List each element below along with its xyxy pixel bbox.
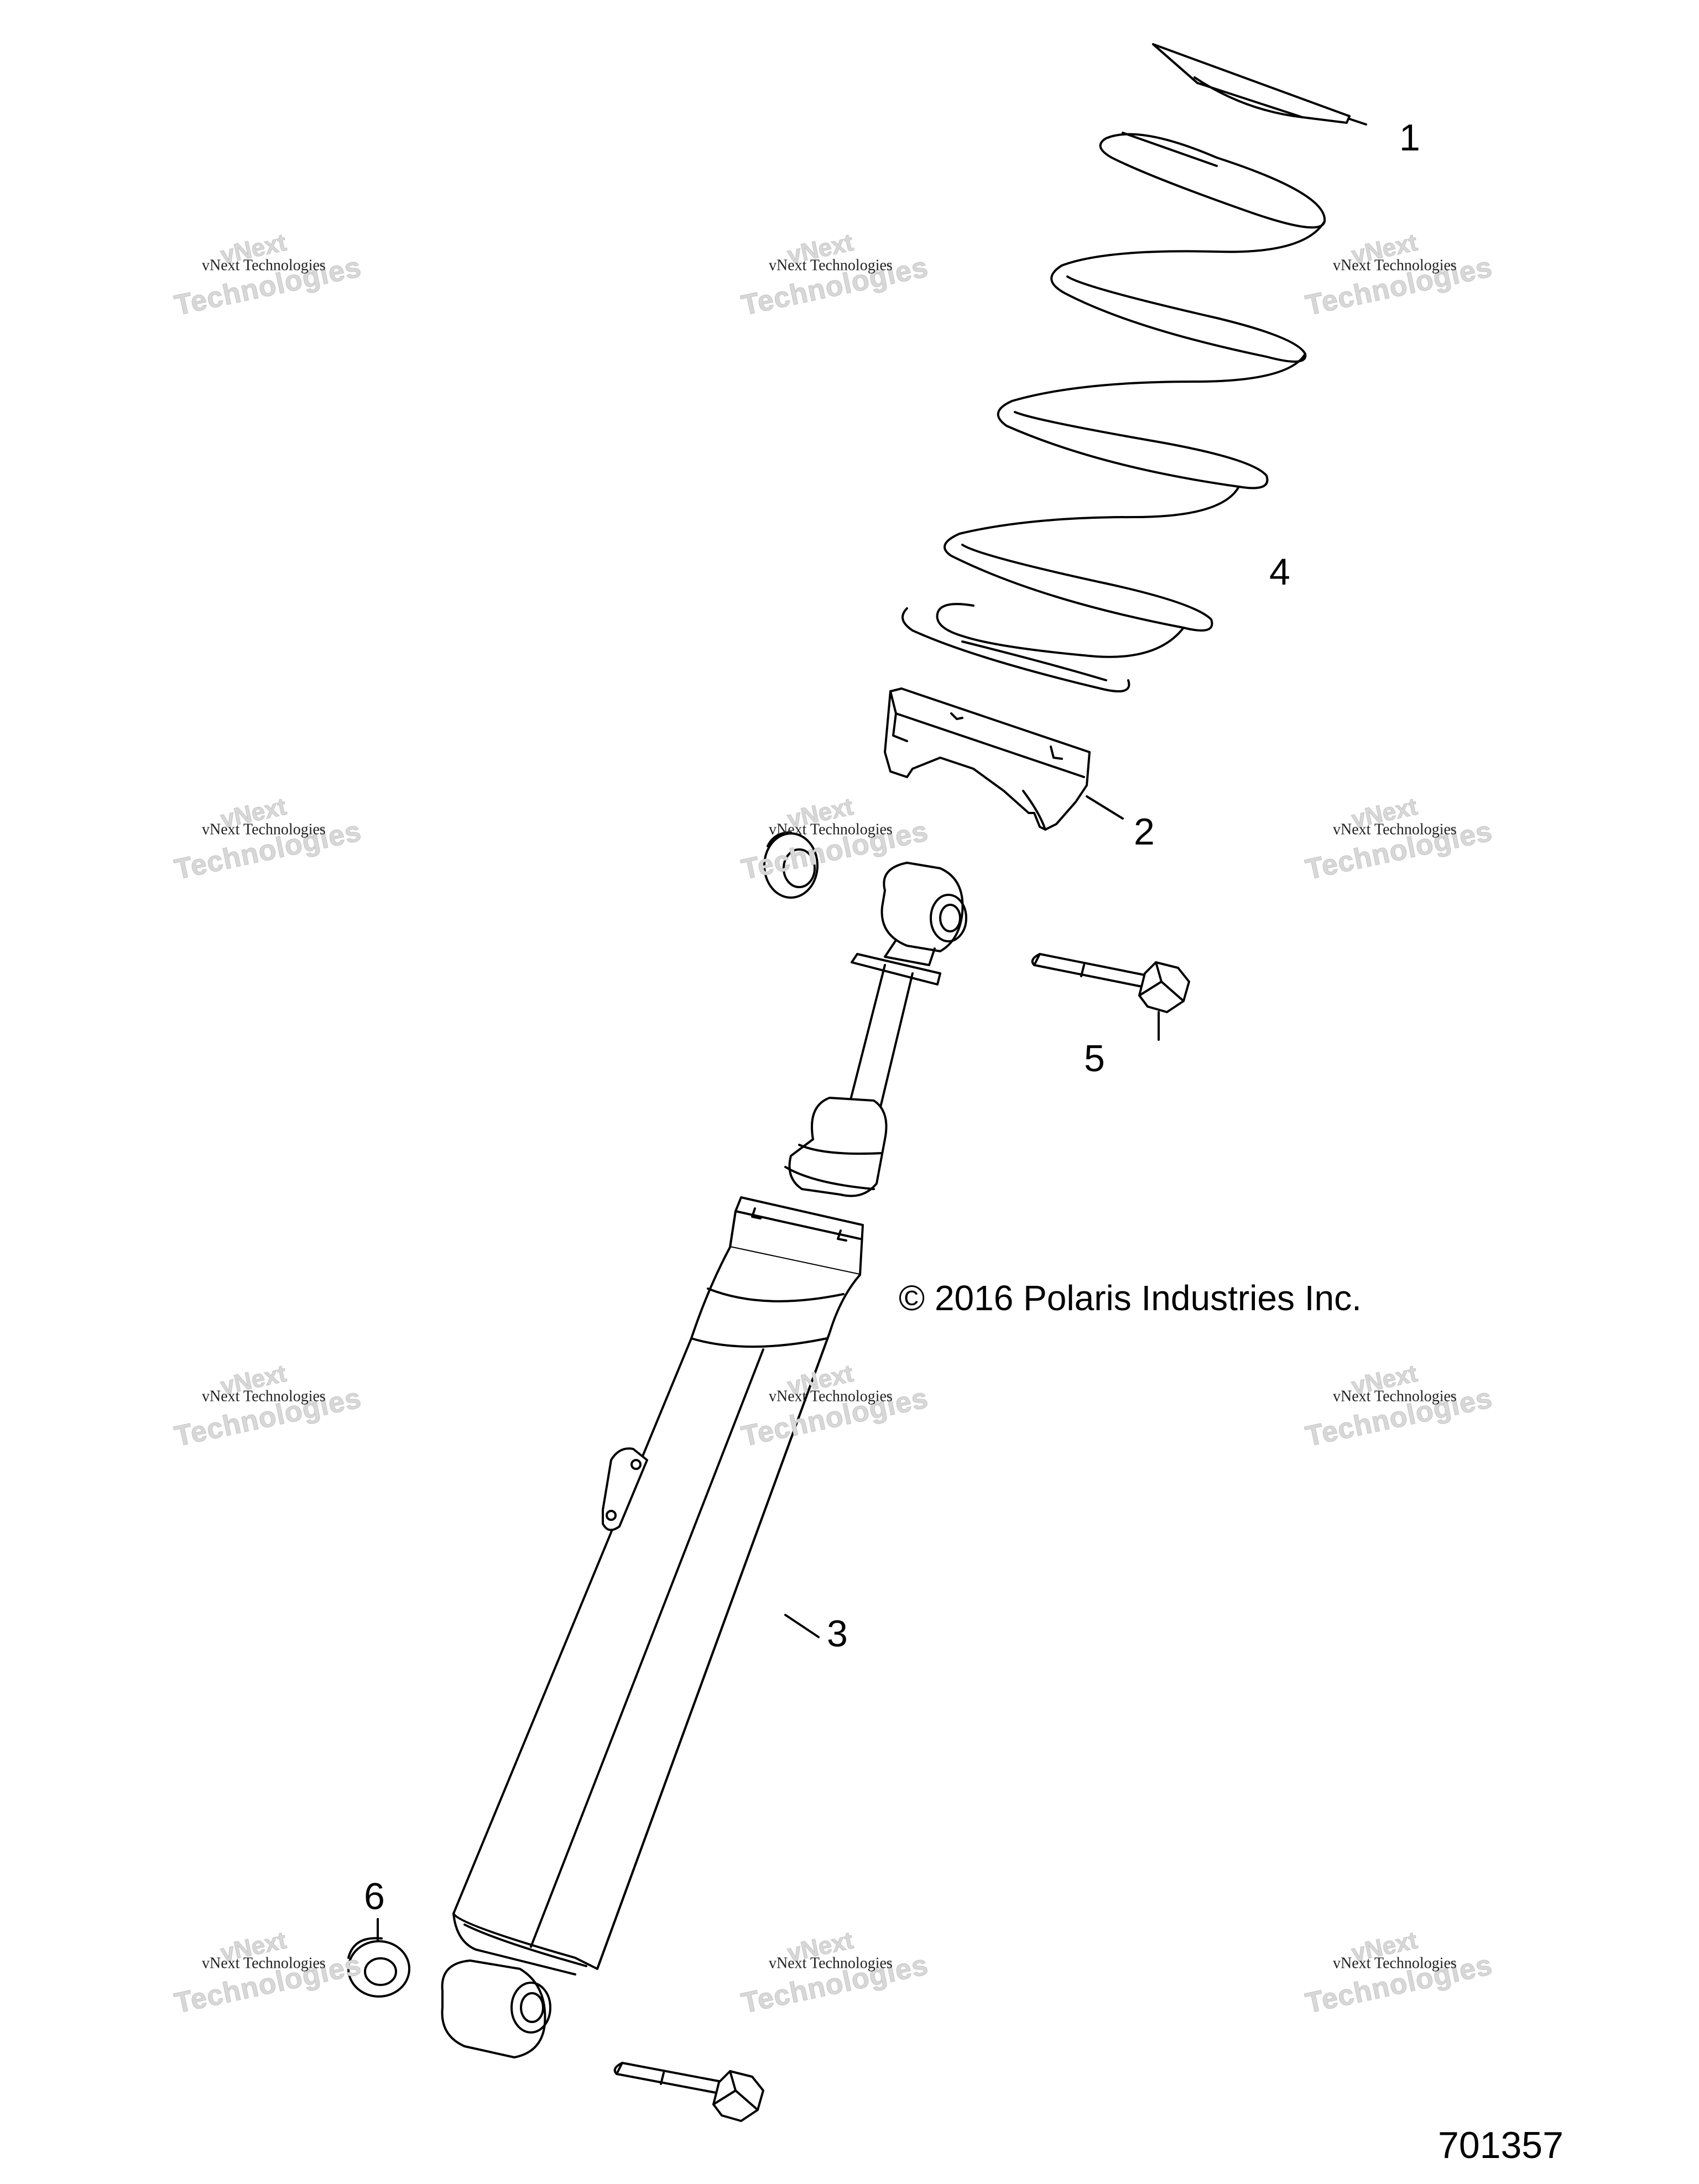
part-2-spring-seat — [884, 687, 1124, 831]
top-bushing — [763, 831, 819, 899]
part-5-bolt — [1031, 953, 1190, 1041]
callout-2: 2 — [1134, 811, 1155, 853]
part-6-bushing — [347, 1918, 410, 1998]
callout-1: 1 — [1399, 117, 1420, 159]
callout-3: 3 — [827, 1613, 848, 1655]
part-3-shock-absorber — [441, 862, 967, 2058]
diagram-id: 701357 — [1438, 2124, 1564, 2166]
callout-6: 6 — [364, 1875, 385, 1917]
callout-5: 5 — [1084, 1038, 1105, 1080]
part-4-coil-spring — [901, 132, 1326, 692]
callout-4: 4 — [1269, 551, 1290, 593]
part-1-spring-retainer-plate — [1152, 43, 1367, 126]
lower-bolt — [613, 2062, 764, 2122]
copyright-notice: © 2016 Polaris Industries Inc. — [899, 1278, 1362, 1318]
